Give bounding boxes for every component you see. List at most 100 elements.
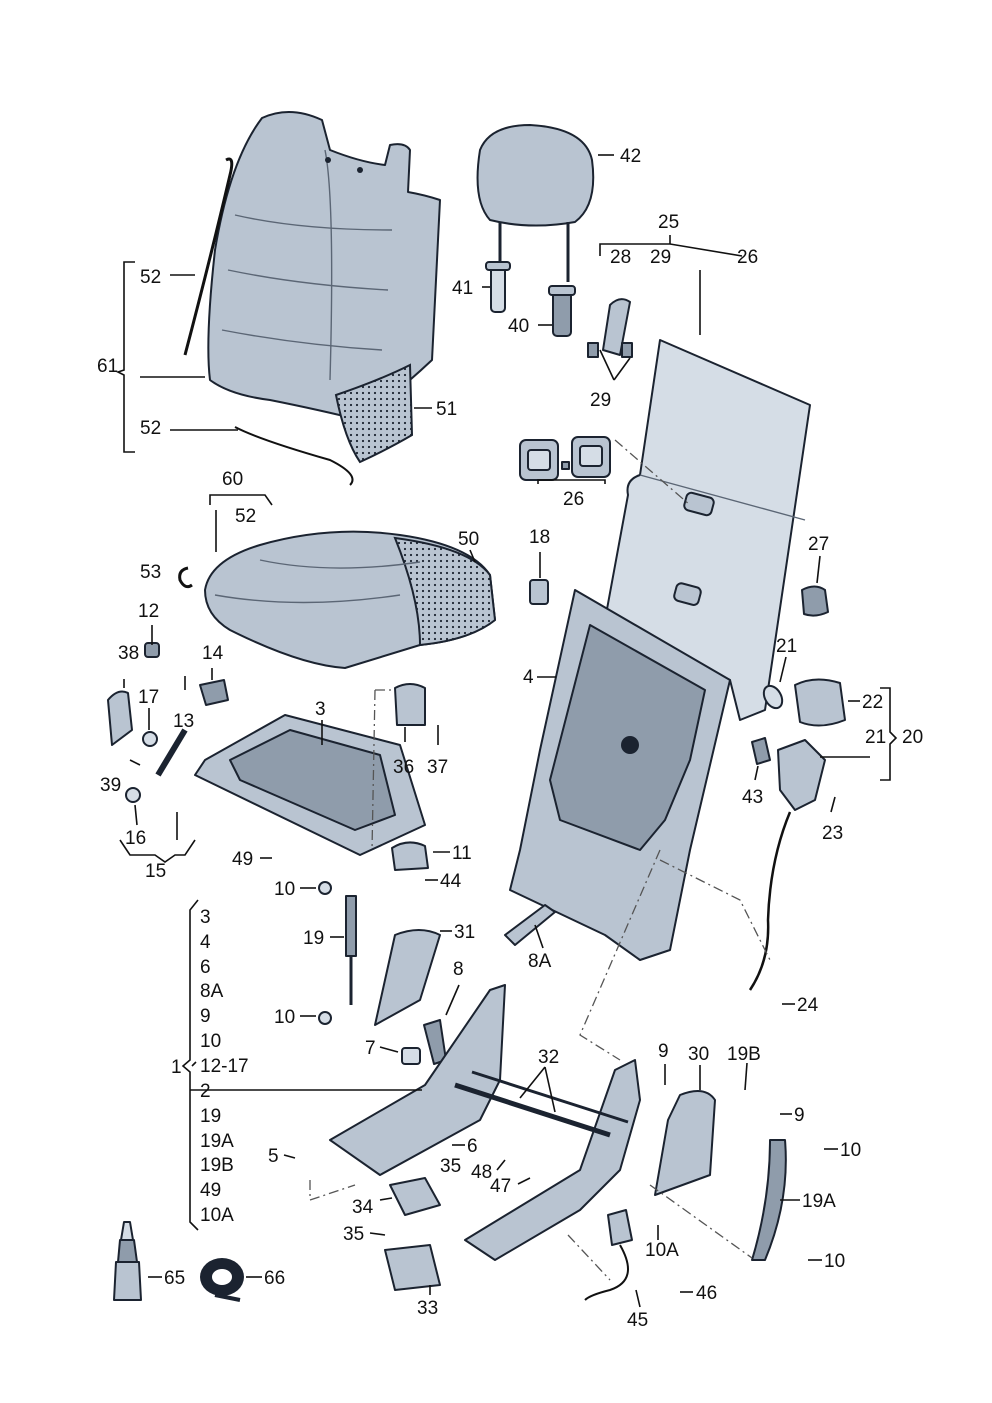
label-8A: 8A [528,951,552,972]
label-9: 9 [658,1041,669,1062]
seat-cushion [204,530,497,669]
label-26: 26 [737,247,758,268]
label-37: 37 [427,757,448,778]
label-36: 36 [393,757,414,778]
group-list-item: 6 [200,957,211,978]
label-23: 23 [822,823,843,844]
group-list-item: 49 [200,1180,221,1201]
side-cover-30 [654,1090,716,1196]
bracket-36 [394,683,426,726]
group-list-1: 3 4 6 8A 9 10 12-17 2 19 19A 19B 49 10A [200,907,249,1226]
group-list-item: 10 [200,1031,221,1052]
label-14: 14 [202,643,224,664]
group-list-item: 3 [200,907,211,928]
buckle-45 [607,1209,633,1246]
group-list-item: 12-17 [200,1056,249,1077]
label-15: 15 [145,861,166,882]
label-61: 61 [97,356,118,377]
label-49: 49 [232,849,253,870]
belt-tongue-19A [751,1139,787,1261]
lever-8A [504,904,556,946]
clip-18 [529,579,549,605]
label-3: 3 [315,699,326,720]
label-10A: 10A [645,1240,679,1261]
label-8: 8 [453,959,464,980]
label-52: 52 [235,506,256,527]
release-strap-28 [587,298,633,358]
label-35: 35 [343,1224,364,1245]
label-20: 20 [902,727,923,748]
small-parts-left [107,642,229,803]
retractor-21 [777,739,826,811]
label-42: 42 [620,146,641,167]
cover-31 [374,929,441,1026]
label-40: 40 [508,316,529,337]
label-21: 21 [865,727,886,748]
label-11: 11 [452,843,472,864]
buckle-cable [584,1244,629,1301]
label-10: 10 [840,1140,861,1161]
backrest-foam-pad [334,363,414,464]
seat-pan [194,714,426,856]
label-19A: 19A [802,1191,836,1212]
label-16: 16 [125,828,146,849]
headrest-guide-41 [485,261,511,313]
label-43: 43 [742,787,763,808]
gas-spring-19 [318,881,357,1025]
guide-21 [762,684,784,710]
label-51: 51 [436,399,457,420]
label-25: 25 [658,212,679,233]
label-66: 66 [264,1268,285,1289]
label-27: 27 [808,534,829,555]
label-60: 60 [222,469,243,490]
label-13: 13 [173,711,194,732]
label-1: 1 [171,1057,182,1078]
label-29: 29 [650,247,671,268]
part-labels: 61 52 52 51 42 41 40 25 28 29 26 29 26 6… [97,146,923,1331]
label-44: 44 [440,871,462,892]
label-10: 10 [274,879,295,900]
group-list-item: 19B [200,1155,234,1176]
headrest-guide-40 [548,285,576,337]
retaining-wire-upper [183,157,234,356]
label-33: 33 [417,1298,438,1319]
label-10: 10 [824,1251,845,1272]
trim-bezels-26 [519,436,611,481]
cap-11 [391,841,429,871]
group-list-item: 2 [200,1081,211,1102]
seat-base-frame [329,984,641,1261]
label-9: 9 [794,1105,805,1126]
headrest [476,124,595,282]
clip-53 [178,566,193,589]
label-28: 28 [610,247,631,268]
backrest-frame [509,589,731,961]
label-41: 41 [452,278,473,299]
label-6: 6 [467,1136,478,1157]
label-48: 48 [471,1162,492,1183]
backrest-rear-panel [604,339,811,721]
group-list-item: 19A [200,1131,234,1152]
label-39: 39 [100,775,121,796]
label-4: 4 [523,667,534,688]
cover-22 [794,678,846,727]
group-list-item: 10A [200,1205,234,1226]
label-31: 31 [454,922,475,943]
label-35: 35 [440,1156,461,1177]
clip-7 [401,1047,421,1065]
bracket-43 [751,737,771,765]
label-12: 12 [138,601,159,622]
label-5: 5 [268,1146,279,1167]
cover-33 [384,1244,441,1291]
label-21: 21 [776,636,797,657]
label-29: 29 [590,390,611,411]
label-30: 30 [688,1044,709,1065]
sealant-bottle-65 [113,1221,142,1301]
label-45: 45 [627,1310,648,1331]
label-19: 19 [303,928,324,949]
label-24: 24 [797,995,819,1016]
label-46: 46 [696,1283,717,1304]
retaining-wire-lower [234,426,354,486]
tape-roll-66 [200,1258,244,1302]
label-34: 34 [352,1197,374,1218]
